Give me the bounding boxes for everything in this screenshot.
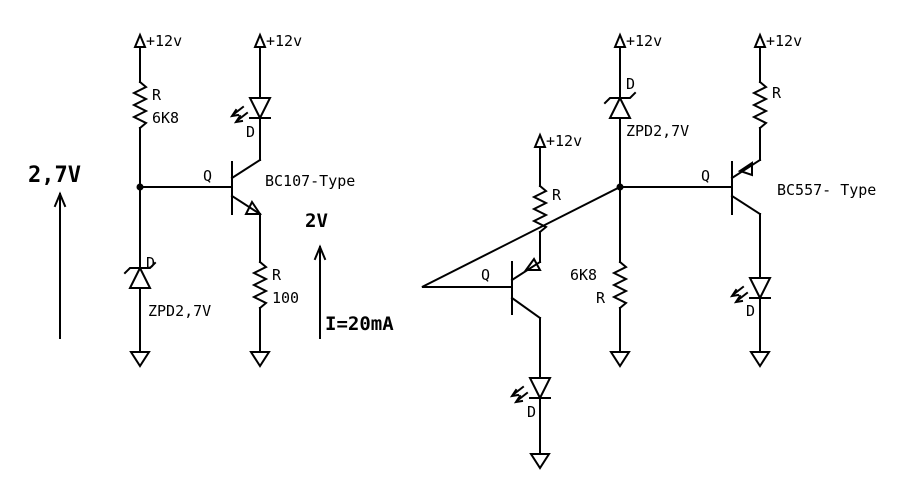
current-label: I=20mA (325, 313, 394, 335)
transistor-ref-label: Q (481, 266, 490, 284)
voltage-arrow-2v (313, 244, 327, 339)
zener-ref-label: D (146, 254, 155, 272)
led-npn (509, 377, 552, 404)
transistor-ref-label: Q (701, 167, 710, 185)
resistor-6k8-left (131, 80, 149, 130)
ground-symbol (529, 453, 551, 470)
zener-ref-label: D (626, 75, 635, 93)
resistor-value-label: 6K8 (570, 266, 597, 284)
resistor-value-label: 100 (272, 289, 299, 307)
resistor-npn (531, 184, 549, 234)
led-ref-label: D (746, 302, 755, 320)
zener-diode-right (603, 91, 637, 119)
led-ref-label: D (246, 123, 255, 141)
resistor-ref-label: R (152, 86, 162, 104)
voltage-arrow-2v7 (53, 191, 67, 339)
resistor-6k8-right (611, 260, 629, 310)
transistor-npn-bc107 (230, 158, 262, 216)
led-left (229, 97, 272, 124)
supply-terminal-3: +12v (613, 32, 662, 50)
resistor-ref-label: R (552, 186, 562, 204)
supply-terminal-2: +12v (253, 32, 302, 50)
supply-terminal-1: +12v (133, 32, 182, 50)
supply-label: +12v (266, 32, 302, 50)
supply-terminal-5: +12v (753, 32, 802, 50)
zener-value-label: ZPD2,7V (626, 122, 689, 140)
led-pnp (729, 277, 772, 304)
ground-symbol (609, 351, 631, 368)
transistor-type-label: BC557- Type (777, 181, 876, 199)
voltage-label-2v7: 2,7V (28, 163, 81, 188)
supply-label: +12v (766, 32, 802, 50)
transistor-pnp-bc557 (730, 158, 762, 216)
resistor-ref-label: R (272, 266, 282, 284)
ground-symbol (749, 351, 771, 368)
resistor-ref-label: R (596, 289, 606, 307)
led-ref-label: D (527, 403, 536, 421)
transistor-npn-lower (510, 257, 542, 320)
transistor-type-label: BC107-Type (265, 172, 355, 190)
resistor-ref-label: R (772, 84, 782, 102)
ground-symbol (249, 351, 271, 368)
supply-label: +12v (546, 132, 582, 150)
transistor-ref-label: Q (203, 167, 212, 185)
resistor-100 (251, 260, 269, 310)
supply-label: +12v (626, 32, 662, 50)
supply-label: +12v (146, 32, 182, 50)
voltage-label-2v: 2V (305, 210, 328, 232)
resistor-pnp (751, 80, 769, 130)
zener-value-label: ZPD2,7V (148, 302, 211, 320)
wire (421, 185, 622, 288)
ground-symbol (129, 351, 151, 368)
resistor-value-label: 6K8 (152, 109, 179, 127)
supply-terminal-4: +12v (533, 132, 582, 150)
